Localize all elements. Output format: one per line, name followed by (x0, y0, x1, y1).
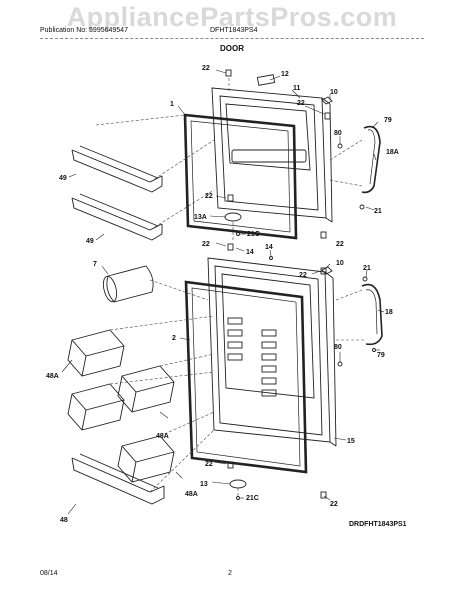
callout-79: 79 (384, 117, 392, 124)
section-title: DOOR (220, 44, 244, 53)
header-divider (40, 38, 424, 39)
freezer-door-panel (211, 87, 333, 223)
callout-22: 22 (202, 241, 210, 248)
freezer-shelf-upper (71, 145, 163, 193)
callout-22: 22 (297, 100, 305, 107)
handle-upper (361, 125, 381, 194)
handle-lower (361, 283, 383, 346)
door-bin-4 (117, 435, 175, 483)
callout-21: 21 (363, 265, 371, 272)
diagram-code: DRDFHT1843PS1 (349, 521, 407, 528)
publication-number: Publication No: 5995649547 (40, 27, 128, 34)
callout-22: 22 (202, 65, 210, 72)
callout-18a: 18A (386, 149, 399, 156)
callout-48: 48 (60, 517, 68, 524)
callout-80: 80 (334, 130, 342, 137)
callout-7: 7 (93, 261, 97, 268)
hinge-cover (256, 74, 276, 86)
callout-12: 12 (281, 71, 289, 78)
callout-22: 22 (205, 193, 213, 200)
callout-22: 22 (205, 461, 213, 468)
callout-22: 22 (330, 501, 338, 508)
door-bin-3 (67, 383, 125, 431)
watermark-logo: AppliancePartsPros.com (66, 2, 398, 32)
callout-21: 21 (374, 208, 382, 215)
callout-48a: 48A (185, 491, 198, 498)
door-shelf-bottom (71, 453, 165, 505)
fresh-food-door-panel (207, 257, 337, 447)
callout-48a: 48A (46, 373, 59, 380)
callout-1: 1 (170, 101, 174, 108)
freezer-shelf-lower (71, 193, 163, 241)
callout-80: 80 (334, 344, 342, 351)
freezer-door-gasket (183, 113, 298, 240)
callout-13: 13 (200, 481, 208, 488)
hinge-bracket-lower (229, 479, 247, 489)
door-bin-2 (117, 365, 175, 413)
callout-48a: 48A (156, 433, 169, 440)
callout-15: 15 (347, 438, 355, 445)
door-bin-1 (67, 329, 125, 377)
callout-11: 11 (293, 85, 301, 92)
callout-13a: 13A (194, 214, 207, 221)
callout-22: 22 (299, 272, 307, 279)
callout-22: 22 (336, 241, 344, 248)
fresh-food-door-gasket (184, 280, 308, 474)
callout-49: 49 (86, 238, 94, 245)
alignment-lines (95, 78, 364, 498)
callout-21c: 21C (247, 231, 260, 238)
callout-49: 49 (59, 175, 67, 182)
callout-79: 79 (377, 352, 385, 359)
dairy-compartment (102, 265, 154, 303)
callout-14: 14 (246, 249, 254, 256)
callout-10: 10 (330, 89, 338, 96)
footer-date: 08/14 (40, 570, 58, 577)
model-number: DFHT1843PS4 (210, 27, 258, 34)
leader-lines (61, 69, 385, 515)
callout-14: 14 (265, 244, 273, 251)
callout-21c: 21C (246, 495, 259, 502)
callout-2: 2 (172, 335, 176, 342)
callout-18: 18 (385, 309, 393, 316)
hinge-bracket-upper (224, 212, 242, 222)
page-number: 2 (228, 570, 232, 577)
callout-10: 10 (336, 260, 344, 267)
